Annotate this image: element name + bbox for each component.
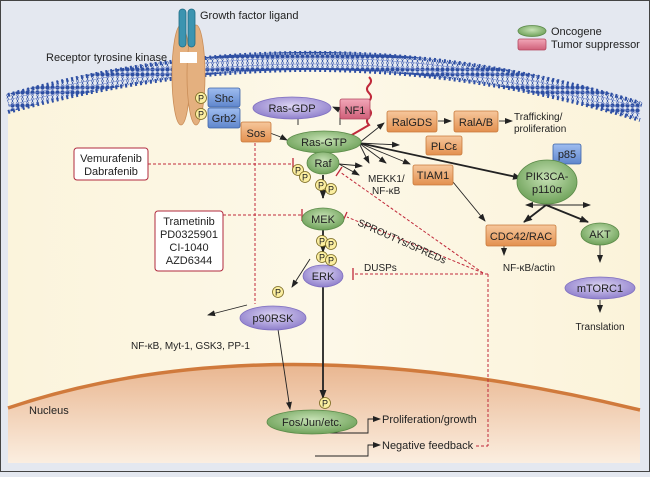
- phosphate-label: P: [295, 166, 301, 176]
- shc-node[interactable]: Shc: [207, 87, 241, 108]
- legend: Oncogene Tumor suppressor: [517, 25, 640, 51]
- svg-text:RalA/B: RalA/B: [459, 117, 493, 129]
- nucleus-label: Nucleus: [29, 405, 69, 417]
- phosphate-label: P: [319, 253, 325, 263]
- phosphate-label: P: [318, 181, 324, 191]
- legend-oncogene-label: Oncogene: [551, 26, 602, 38]
- phosphate-label: P: [319, 237, 325, 247]
- svg-text:Grb2: Grb2: [212, 113, 236, 125]
- receptor-tyrosine-kinase-label: Receptor tyrosine kinase: [46, 52, 167, 64]
- mekk1-nfkb-label: NF-κB: [372, 186, 401, 197]
- rsk-targets-label: NF-κB, Myt-1, GSK3, PP-1: [131, 341, 250, 352]
- svg-text:ERK: ERK: [312, 271, 335, 283]
- nf1-node[interactable]: NF1: [339, 98, 371, 120]
- p90rsk-node[interactable]: p90RSK: [239, 305, 307, 331]
- phosphate-label: P: [328, 240, 334, 250]
- plasma-membrane: [5, 51, 643, 120]
- drug-ci1040: CI-1040: [169, 242, 208, 254]
- pik3ca-node[interactable]: PIK3CA- p110α: [516, 159, 578, 205]
- growth-factor-ligand: [178, 8, 196, 48]
- tiam1-node[interactable]: TIAM1: [412, 164, 454, 186]
- svg-text:Raf: Raf: [314, 158, 332, 170]
- mek-node[interactable]: MEK: [301, 207, 345, 231]
- phosphate-circle: [319, 397, 331, 409]
- phosphate-label: P: [302, 173, 308, 183]
- svg-text:PIK3CA-: PIK3CA-: [526, 171, 569, 183]
- phosphate-circle: [325, 238, 337, 250]
- drug-dabrafenib: Dabrafenib: [84, 166, 138, 178]
- proliferation-label: proliferation: [514, 124, 566, 135]
- drug-azd6344: AZD6344: [166, 255, 212, 267]
- svg-text:NF1: NF1: [345, 105, 366, 117]
- receptor-tyrosine-kinase: [171, 24, 206, 126]
- nfkb-actin-label: NF-κB/actin: [503, 263, 555, 274]
- ralab-node[interactable]: RalA/B: [453, 110, 499, 133]
- ras-gtp-node[interactable]: Ras-GTP: [286, 130, 362, 154]
- raf-node[interactable]: Raf: [306, 151, 340, 175]
- sos-node[interactable]: Sos: [240, 121, 272, 143]
- svg-text:AKT: AKT: [589, 229, 611, 241]
- phosphate-label: P: [328, 185, 334, 195]
- phosphate-circle: [272, 286, 284, 298]
- phosphate-label: P: [322, 399, 328, 409]
- phosphate-circle: [195, 108, 207, 120]
- svg-text:p85: p85: [558, 149, 576, 161]
- svg-text:TIAM1: TIAM1: [417, 170, 449, 182]
- phosphate-circle: [292, 164, 304, 176]
- svg-text:p110α: p110α: [532, 184, 563, 196]
- phosphate-circle: [315, 179, 327, 191]
- phosphate-label: P: [198, 94, 204, 104]
- phosphate-circle: [299, 171, 311, 183]
- svg-text:Shc: Shc: [215, 93, 234, 105]
- erk-node[interactable]: ERK: [302, 264, 344, 288]
- akt-node[interactable]: AKT: [580, 222, 620, 246]
- negative-feedback-label: Negative feedback: [382, 440, 474, 452]
- nuclear-envelope: [7, 362, 641, 412]
- phosphate-circle: [325, 254, 337, 266]
- svg-text:PLCε: PLCε: [431, 141, 457, 153]
- drug-vemurafenib: Vemurafenib: [80, 153, 142, 165]
- raf-inhibitor-box[interactable]: Vemurafenib Dabrafenib: [73, 147, 149, 181]
- mekk1-label: MEKK1/: [368, 174, 405, 185]
- grb2-node[interactable]: Grb2: [207, 107, 241, 129]
- svg-text:Ras-GDP: Ras-GDP: [268, 103, 315, 115]
- plce-node[interactable]: PLCε: [425, 135, 463, 156]
- ralgds-node[interactable]: RalGDS: [386, 110, 438, 133]
- svg-text:Sos: Sos: [247, 128, 266, 140]
- mek-inhibitor-box[interactable]: Trametinib PD0325901 CI-1040 AZD6344: [154, 210, 224, 272]
- dusps-label: DUSPs: [364, 263, 397, 274]
- svg-text:Ras-GTP: Ras-GTP: [301, 137, 347, 149]
- drug-trametinib: Trametinib: [163, 216, 215, 228]
- proliferation-growth-label: Proliferation/growth: [382, 414, 477, 426]
- mtorc1-node[interactable]: mTORC1: [564, 276, 636, 300]
- phosphate-label: P: [328, 256, 334, 266]
- drug-pd0325901: PD0325901: [160, 229, 218, 241]
- fos-jun-node[interactable]: Fos/Jun/etc.: [266, 409, 358, 435]
- legend-tumor-suppressor-swatch: [517, 38, 547, 51]
- svg-text:RalGDS: RalGDS: [392, 117, 432, 129]
- phosphate-circle: [325, 183, 337, 195]
- svg-text:mTORC1: mTORC1: [577, 283, 623, 295]
- trafficking-label: Trafficking/: [514, 112, 563, 123]
- phosphate-label: P: [198, 110, 204, 120]
- phosphate-circle: [195, 92, 207, 104]
- p85-node[interactable]: p85: [552, 143, 582, 165]
- ras-gdp-node[interactable]: Ras-GDP: [252, 96, 332, 120]
- svg-text:Fos/Jun/etc.: Fos/Jun/etc.: [282, 417, 342, 429]
- inhibition-lines: [148, 143, 489, 447]
- translation-label: Translation: [575, 322, 624, 333]
- legend-oncogene-swatch: [517, 25, 547, 37]
- phosphate-label: P: [275, 288, 281, 298]
- svg-text:CDC42/RAC: CDC42/RAC: [490, 231, 552, 243]
- legend-tumor-suppressor-label: Tumor suppressor: [551, 39, 640, 51]
- svg-text:p90RSK: p90RSK: [253, 313, 295, 325]
- svg-text:MEK: MEK: [311, 214, 336, 226]
- cdc42-rac-node[interactable]: CDC42/RAC: [485, 224, 557, 247]
- growth-factor-ligand-label: Growth factor ligand: [200, 10, 298, 22]
